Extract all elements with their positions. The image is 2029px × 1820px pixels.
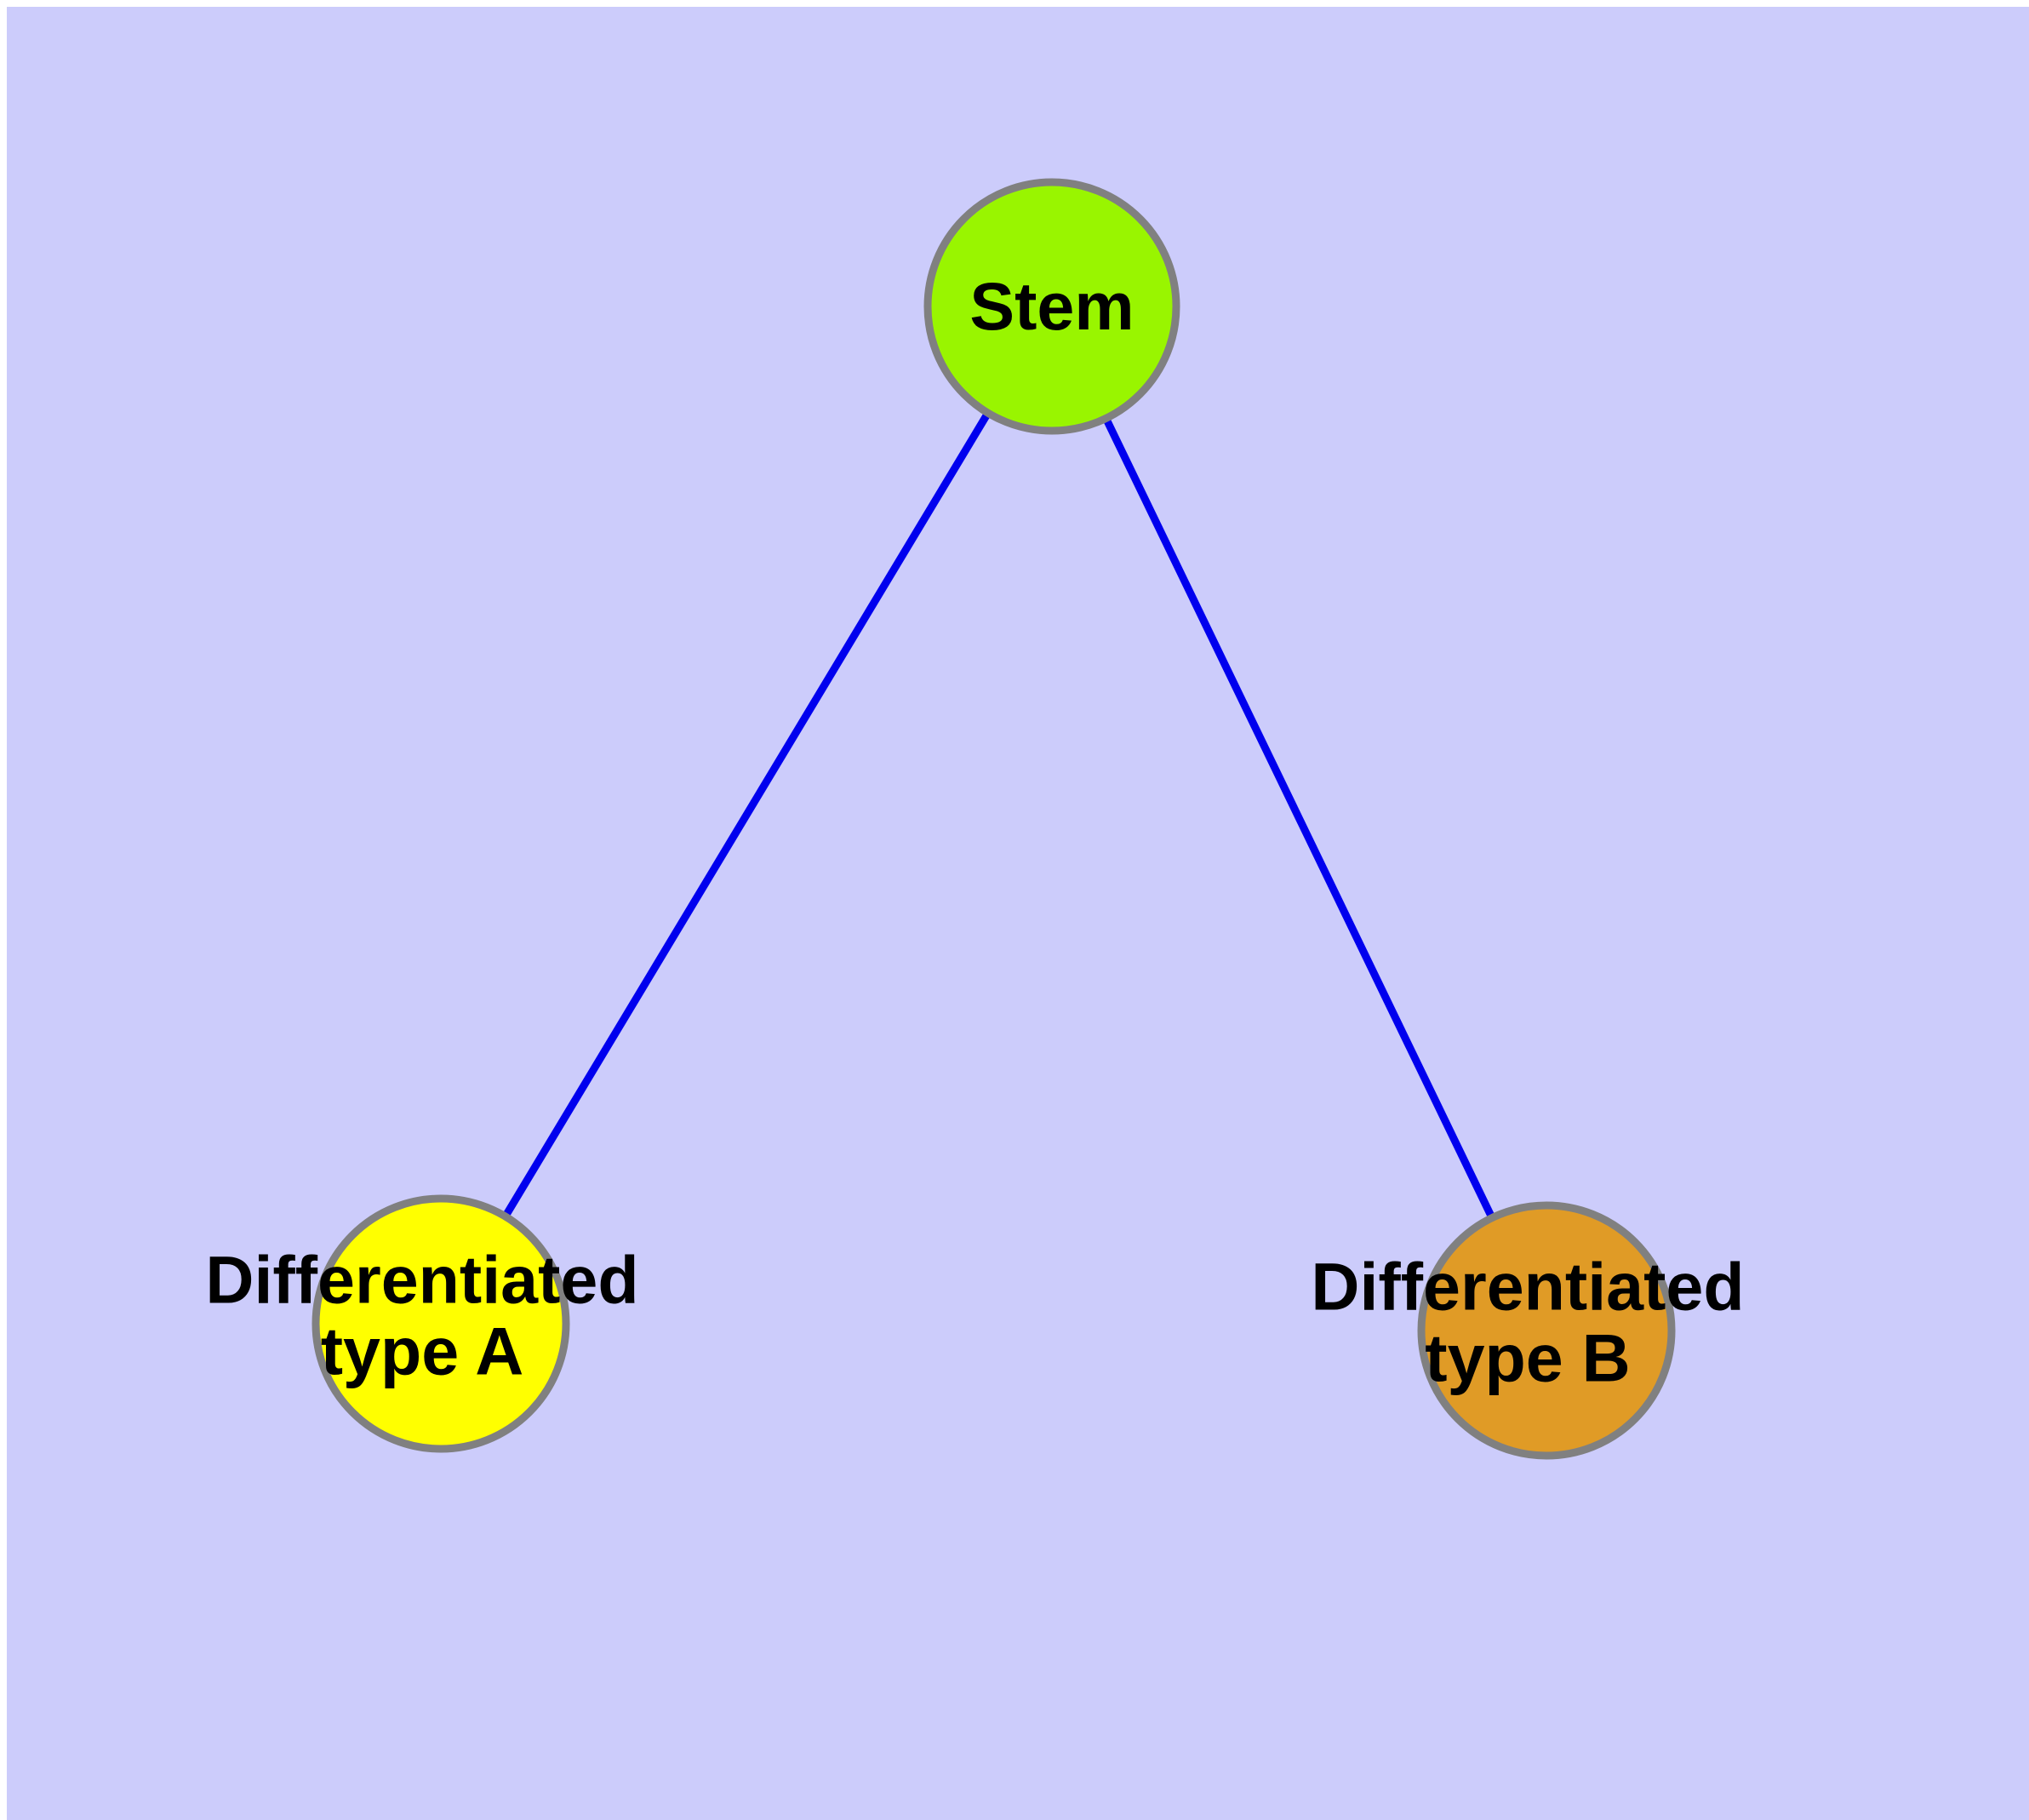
node-diff-a-circle[interactable] (311, 1194, 570, 1453)
edge-stem-to-diff-a (437, 304, 1055, 1326)
edge-layer (437, 304, 1551, 1332)
edge-stem-to-diff-b (1048, 305, 1551, 1332)
node-stem-circle[interactable] (923, 178, 1180, 435)
node-layer (311, 178, 1676, 1460)
node-diff-b-circle[interactable] (1417, 1201, 1676, 1460)
